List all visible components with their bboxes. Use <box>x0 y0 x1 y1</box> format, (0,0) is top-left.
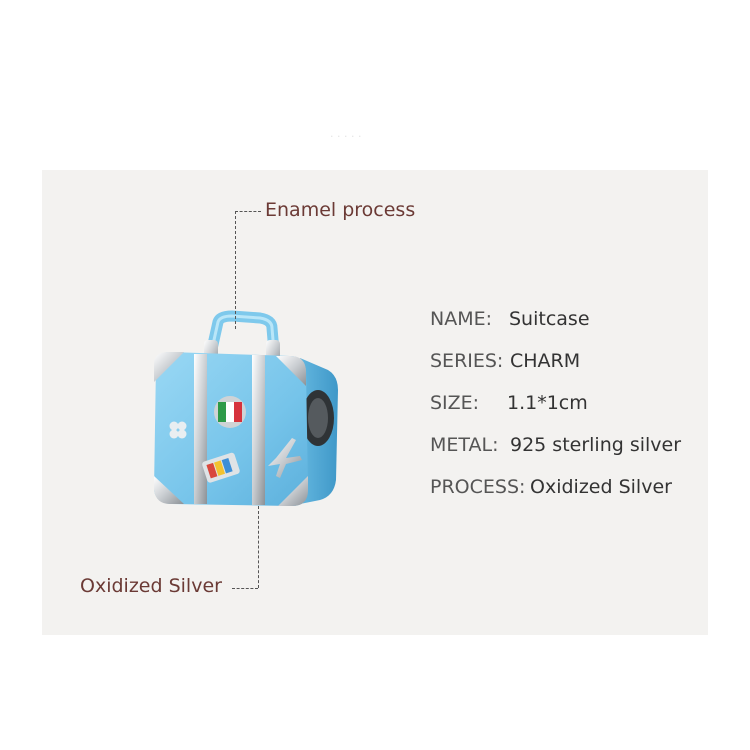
callout-leader-bottom-v <box>258 506 259 588</box>
callout-leader-top-h <box>235 211 261 212</box>
spec-key: SERIES: <box>430 350 504 372</box>
spec-key: NAME: <box>430 308 493 330</box>
callout-leader-bottom-h <box>232 588 258 589</box>
callout-leader-top-v <box>235 211 236 329</box>
spec-row-size: SIZE: 1.1*1cm <box>430 392 588 414</box>
spec-value: Suitcase <box>509 308 590 330</box>
callout-enamel-process: Enamel process <box>265 199 416 221</box>
product-panel <box>42 170 708 635</box>
spec-row-name: NAME: Suitcase <box>430 308 590 330</box>
spec-value: 925 sterling silver <box>510 434 682 456</box>
callout-oxidized-silver: Oxidized Silver <box>80 575 222 597</box>
spec-row-metal: METAL: 925 sterling silver <box>430 434 681 456</box>
spec-row-series: SERIES: CHARM <box>430 350 580 372</box>
spec-key: PROCESS: <box>430 476 526 498</box>
spec-key: METAL: <box>430 434 499 456</box>
faint-watermark-text: · · · · · <box>330 130 362 143</box>
suitcase-charm-image <box>140 300 370 520</box>
spec-value: 1.1*1cm <box>507 392 588 414</box>
spec-row-process: PROCESS: Oxidized Silver <box>430 476 672 498</box>
spec-key: SIZE: <box>430 392 480 414</box>
spec-value: Oxidized Silver <box>530 476 672 498</box>
spec-value: CHARM <box>510 350 581 372</box>
